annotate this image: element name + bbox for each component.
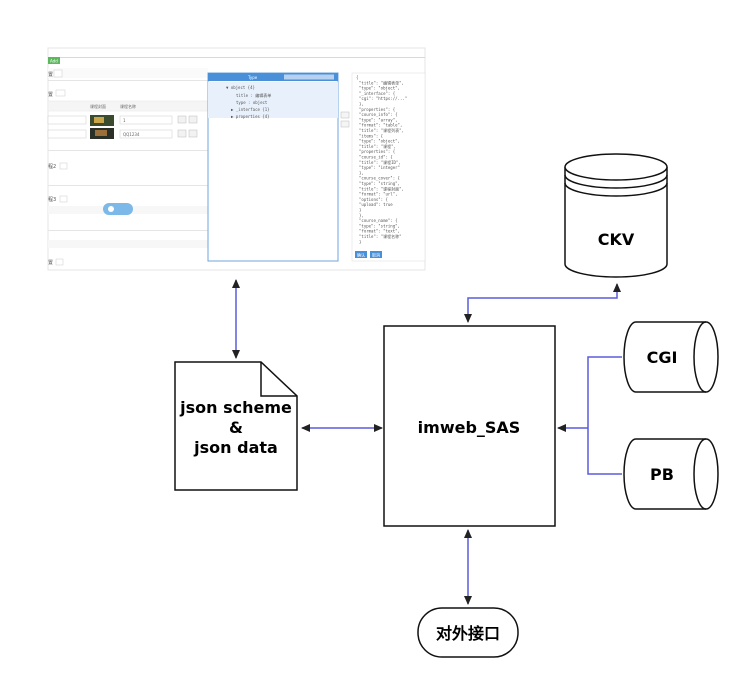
tree-line-2[interactable]: title : 编辑表单 bbox=[236, 92, 271, 98]
code-line: } bbox=[359, 208, 361, 213]
code-line: "type": "string", bbox=[359, 181, 400, 186]
section-label-3: 程2 bbox=[48, 163, 56, 170]
code-line: "title": "课程", bbox=[359, 143, 396, 149]
connectors bbox=[232, 279, 622, 605]
tree-header: Type bbox=[247, 75, 258, 80]
copy-left-button[interactable] bbox=[340, 120, 350, 128]
svg-text:取消: 取消 bbox=[372, 252, 380, 258]
tree-line-4[interactable]: ▶ _interface {1} bbox=[231, 107, 270, 112]
code-line: "format": "table", bbox=[359, 123, 402, 128]
code-line: "course_cover": { bbox=[359, 176, 400, 181]
toolbar-badge[interactable] bbox=[48, 57, 60, 64]
delete-icon[interactable] bbox=[177, 115, 187, 124]
tree-line-5[interactable]: ▶ properties {4} bbox=[231, 114, 270, 119]
wifi-icon bbox=[108, 206, 114, 212]
edit-icon[interactable] bbox=[59, 195, 68, 203]
code-line: }, bbox=[359, 213, 364, 218]
code-line: "type": "integer" bbox=[359, 165, 400, 170]
floating-wifi-widget[interactable] bbox=[103, 203, 133, 215]
cancel-button[interactable] bbox=[370, 251, 382, 258]
code-line: "type": "string", bbox=[359, 223, 400, 228]
api-label: 对外接口 bbox=[436, 624, 500, 643]
section-label-5: 置 bbox=[48, 260, 53, 266]
edit-icon[interactable] bbox=[59, 162, 68, 170]
ckv-label: CKV bbox=[598, 230, 635, 249]
svg-text:QQ1234: QQ1234 bbox=[123, 132, 140, 137]
code-line: "title": "课程ID", bbox=[359, 159, 401, 165]
code-line: "properties": { bbox=[359, 107, 395, 112]
code-line: "type": "object", bbox=[359, 86, 400, 91]
code-line: "course_id": { bbox=[359, 155, 393, 160]
tree-search-input[interactable] bbox=[284, 74, 334, 80]
code-line: "type": "object", bbox=[359, 139, 400, 144]
code-line: "upload": true bbox=[359, 202, 393, 207]
editor-screenshot: Add 置 置 课程封面 课程名称 1 QQ1234 程2 程3 bbox=[47, 47, 426, 271]
select-box[interactable] bbox=[53, 69, 63, 78]
code-line: } bbox=[359, 239, 361, 244]
toolbar-badge-label: Add bbox=[50, 59, 58, 64]
code-lines: {"title": "编辑表单","type": "object","_inte… bbox=[356, 75, 407, 244]
col-header-cover: 课程封面 bbox=[90, 103, 106, 109]
code-line: "format": "url", bbox=[359, 192, 398, 197]
section-label-1: 置 bbox=[48, 72, 53, 78]
code-line: }, bbox=[359, 102, 364, 107]
code-line: "items": { bbox=[359, 133, 383, 138]
tree-line-1[interactable]: ▼ object {4} bbox=[226, 85, 255, 90]
doc-line-2: & bbox=[229, 418, 243, 437]
code-line: "type": "array", bbox=[359, 117, 398, 122]
copy-right-button[interactable] bbox=[340, 111, 350, 119]
code-line: "title": "编辑表单", bbox=[359, 79, 404, 85]
code-line: "format": "text", bbox=[359, 229, 400, 234]
pb-node: PB bbox=[623, 438, 719, 510]
edge-cgi-pb-bus bbox=[587, 356, 622, 475]
name-input-2[interactable] bbox=[119, 129, 173, 139]
code-line: "_interface": { bbox=[359, 91, 395, 96]
cgi-label: CGI bbox=[647, 348, 678, 367]
section-label-4: 程3 bbox=[48, 196, 56, 203]
code-line: "options": { bbox=[359, 197, 388, 202]
code-line: "properties": { bbox=[359, 149, 395, 154]
code-line: "course_info": { bbox=[359, 112, 398, 117]
sas-label: imweb_SAS bbox=[418, 418, 521, 437]
code-line: "course_name": { bbox=[359, 218, 398, 223]
code-line: "cgi": "https://..." bbox=[359, 96, 407, 101]
down-icon[interactable] bbox=[188, 115, 198, 124]
external-api-node: 对外接口 bbox=[417, 607, 519, 658]
section-label-2: 置 bbox=[48, 92, 53, 98]
col-header-name: 课程名称 bbox=[120, 103, 136, 109]
tree-line-3[interactable]: type : object bbox=[236, 100, 268, 105]
edit-icon[interactable] bbox=[55, 89, 66, 97]
code-line: "title": "课程封面", bbox=[359, 185, 404, 191]
edge-ckv-sas bbox=[464, 283, 621, 323]
code-line: "title": "课程名称" bbox=[359, 233, 402, 239]
confirm-button[interactable] bbox=[355, 251, 367, 258]
svg-text:确认: 确认 bbox=[357, 252, 365, 258]
doc-line-3: json data bbox=[193, 438, 278, 457]
cgi-node: CGI bbox=[623, 321, 719, 393]
code-panel bbox=[351, 72, 426, 262]
json-document-node: json scheme & json data bbox=[174, 361, 298, 491]
code-line: }, bbox=[359, 170, 364, 175]
name-input-1[interactable] bbox=[119, 115, 173, 125]
imweb-sas-node: imweb_SAS bbox=[383, 325, 556, 527]
code-line: "title": "课程列表", bbox=[359, 127, 404, 133]
pb-label: PB bbox=[650, 465, 674, 484]
svg-text:1: 1 bbox=[123, 118, 126, 123]
up-icon[interactable] bbox=[188, 129, 198, 138]
delete-icon[interactable] bbox=[177, 129, 187, 138]
ckv-database: CKV bbox=[564, 153, 668, 278]
code-line: { bbox=[356, 75, 358, 80]
doc-line-1: json scheme bbox=[179, 398, 292, 417]
edit-icon[interactable] bbox=[55, 258, 64, 266]
